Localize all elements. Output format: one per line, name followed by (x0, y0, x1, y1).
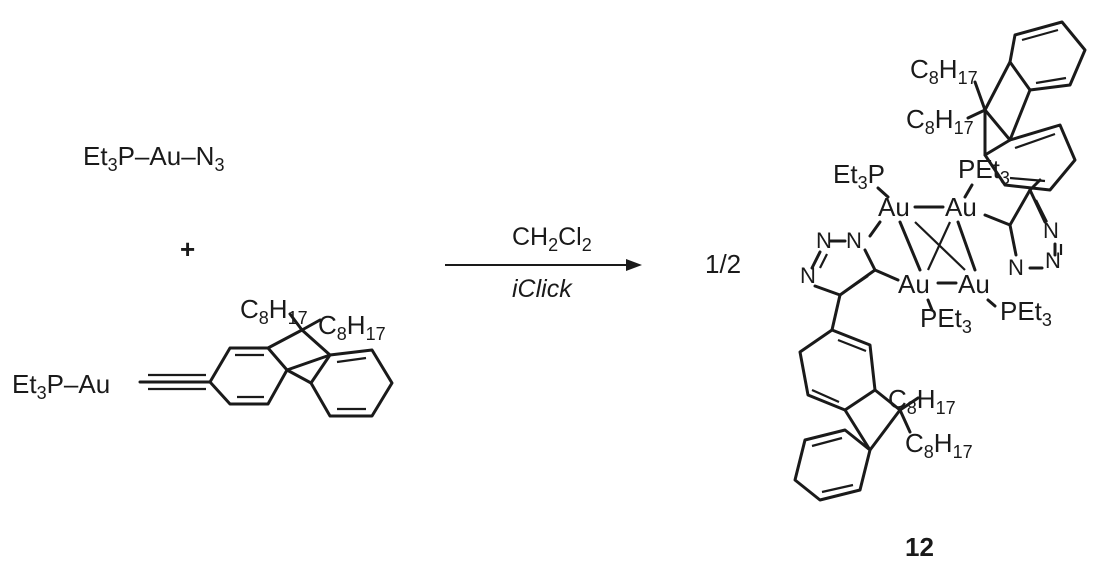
reactant2-label: Et3P–Au (12, 369, 110, 403)
stoichiometric-coefficient: 1/2 (705, 249, 741, 279)
compound-number: 12 (905, 532, 934, 562)
arrow-method: iClick (512, 275, 573, 303)
alkyl-bottom-a: C8H17 (888, 384, 956, 418)
arrow-solvent: CH2Cl2 (512, 223, 592, 255)
ligand-top-left: Et3P (833, 159, 885, 193)
alkyl-bottom-b: C8H17 (905, 428, 973, 462)
fluorene-ring-product-top (966, 20, 1087, 192)
gold-atom-3: Au (898, 269, 930, 299)
reaction-arrow (445, 259, 642, 271)
triple-bond (138, 373, 212, 391)
triazole-right-n1: N (1043, 218, 1059, 243)
triazole-left-ring (810, 220, 900, 332)
alkyl-top-a: C8H17 (910, 54, 978, 88)
fluorene-ring-reactant (208, 312, 394, 418)
reactant1-formula: Et3P–Au–N3 (83, 141, 224, 175)
triazole-left-n2: N (846, 228, 862, 253)
reactant2-alkyl-a: C8H17 (240, 294, 308, 328)
triazole-left-n1: N (816, 228, 832, 253)
plus-sign: + (180, 234, 195, 264)
triazole-right-n3: N (1008, 255, 1024, 280)
fluorene-ring-product-bottom (793, 328, 920, 502)
ligand-top-right: PEt3 (958, 154, 1010, 188)
gold-atom-4: Au (958, 269, 990, 299)
reactant2-alkyl-b: C8H17 (318, 310, 386, 344)
gold-atom-2: Au (945, 192, 977, 222)
ligand-bottom-right: PEt3 (1000, 296, 1052, 330)
gold-atom-1: Au (878, 192, 910, 222)
gold-core-bonds (876, 183, 997, 312)
alkyl-top-b: C8H17 (906, 104, 974, 138)
triazole-right-n2: N (1045, 248, 1061, 273)
triazole-right-ring (983, 178, 1063, 270)
ligand-bottom-left: PEt3 (920, 303, 972, 337)
